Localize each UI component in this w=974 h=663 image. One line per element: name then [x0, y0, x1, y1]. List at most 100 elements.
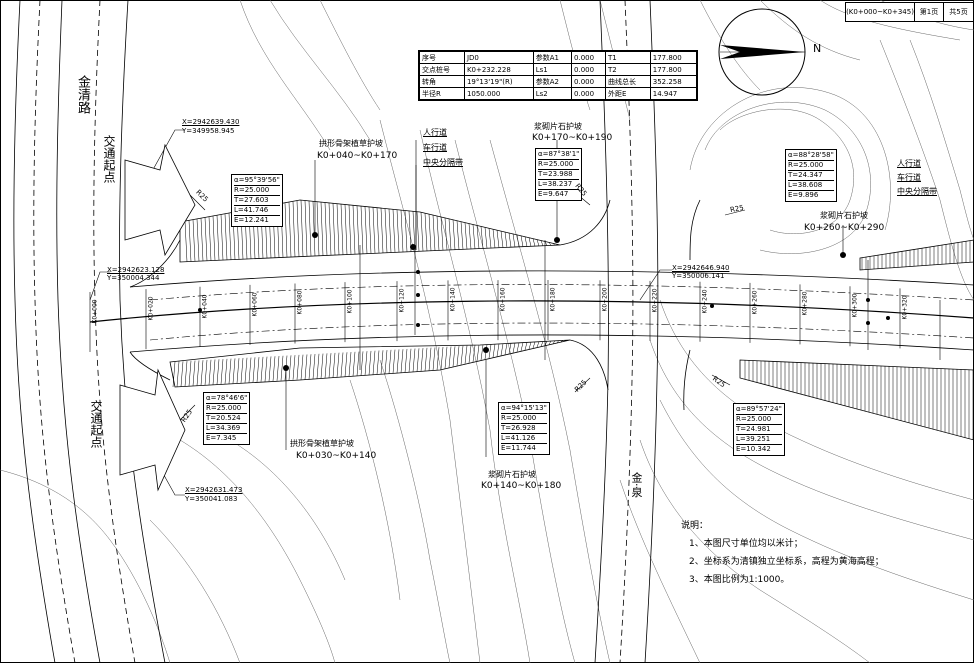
coord-4-y: Y=350006.141	[672, 272, 725, 280]
station-label: K0+180	[549, 287, 557, 312]
curve-table-cell: 0.000	[571, 50, 606, 64]
curve-table-cell: 半径R	[418, 87, 465, 101]
slope-3-range: K0+260~K0+290	[804, 223, 885, 233]
notes-title: 说明：	[681, 521, 709, 531]
curve-table-cell: Ls2	[532, 87, 573, 101]
station-label: K0+120	[398, 288, 406, 313]
hatch-lines	[172, 200, 974, 440]
station-label: K0+300	[851, 293, 859, 318]
road-node-bottom: 交通起点	[89, 400, 103, 448]
station-label: K0+280	[801, 291, 809, 317]
slope-4-range: K0+030~K0+140	[296, 451, 377, 461]
road-name-jinqing: 金清路	[75, 75, 90, 114]
curve-table-cell: 序号	[418, 50, 465, 64]
curve-table-cell: 转角	[418, 75, 465, 88]
curve-table-cell: 177.800	[649, 50, 698, 64]
station-label: K0+100	[346, 289, 354, 314]
sheet-total: 共5页	[949, 8, 968, 16]
drawing-notes: 说明： 1、本图尺寸单位均以米计； 2、坐标系为清镇独立坐标系，高程为黄海高程；…	[681, 517, 884, 589]
station-label: K0+200	[601, 287, 609, 312]
vertex-dots	[198, 232, 890, 371]
coord-1-x: X=2942639.430	[182, 118, 240, 126]
station-label: K0+260	[751, 290, 759, 315]
curve-table-cell: 352.258	[649, 75, 698, 88]
slope-2-range: K0+170~K0+190	[532, 133, 613, 143]
curve-table-cell: 1050.000	[463, 87, 534, 101]
station-label: K0+000	[91, 299, 99, 324]
curve-table-cell: 参数A2	[532, 75, 573, 88]
note-2: 2、坐标系为清镇独立坐标系，高程为黄海高程；	[689, 557, 884, 567]
label-carriageway-right: 车行道	[897, 173, 921, 182]
curve-table-cell: 交点桩号	[418, 63, 465, 76]
coord-3-y: Y=350041.083	[185, 495, 238, 503]
curve-table-cell: 外距E	[604, 87, 651, 101]
label-median-right: 中央分隔带	[897, 187, 937, 196]
sheet-info: (K0+000~K0+345) 第1页 共5页	[845, 2, 974, 22]
coord-3-x: X=2942631.473	[185, 486, 243, 494]
station-label: K0+320	[901, 295, 909, 320]
label-carriageway: 车行道	[423, 143, 447, 152]
road-node-top: 交通起点	[102, 135, 116, 183]
curve-table-cell: 0.000	[571, 75, 606, 88]
new-road-alignment	[89, 199, 974, 411]
station-label: K0+220	[651, 288, 659, 313]
compass-north-label: N	[813, 42, 822, 55]
slope-2-name: 浆砌片石护坡	[534, 122, 582, 131]
slope-5-range: K0+140~K0+180	[481, 481, 562, 491]
north-compass	[718, 8, 806, 96]
slope-4-name: 拱形骨架植草护坡	[290, 439, 354, 448]
curve-table-cell: K0+232.228	[463, 63, 534, 76]
middle-road	[594, 0, 659, 663]
coord-1-y: Y=349958.945	[182, 127, 235, 135]
slope-3-name: 浆砌片石护坡	[820, 211, 868, 220]
curve-table-cell: Ls1	[532, 63, 573, 76]
curve-table-cell: 14.947	[649, 87, 698, 101]
label-sidewalk-right: 人行道	[897, 159, 921, 168]
station-label: K0+060	[251, 292, 259, 317]
road-name-yard: 金·泉	[630, 472, 643, 498]
slope-1-range: K0+040~K0+170	[317, 151, 398, 161]
curve-table-cell: 参数A1	[532, 50, 573, 64]
slope-5-name: 浆砌片石护坡	[488, 470, 536, 479]
slope-hatching	[169, 199, 974, 441]
station-label: K0+160	[499, 287, 507, 312]
station-label: K0+080	[296, 290, 304, 316]
note-1: 1、本图尺寸单位均以米计；	[689, 539, 803, 549]
station-label: K0+040	[201, 294, 209, 319]
curve-table-cell: JD0	[463, 50, 534, 64]
radius-marks	[179, 189, 746, 421]
coord-4-x: X=2942646.940	[672, 264, 730, 272]
curve-table-cell: 177.800	[649, 63, 698, 76]
station-label: K0+240	[701, 289, 709, 314]
curve-table-cell: 19°13'19"(R)	[463, 75, 534, 88]
sheet-range: (K0+000~K0+345)	[846, 3, 915, 21]
curve-table-cell: 0.000	[571, 63, 606, 76]
coord-2-y: Y=350004.344	[107, 274, 160, 282]
label-sidewalk: 人行道	[423, 128, 447, 137]
station-ticks	[89, 280, 901, 352]
coord-2-x: X=2942623.128	[107, 266, 165, 274]
curve-table-cell: T1	[604, 50, 651, 64]
label-median: 中央分隔带	[423, 158, 463, 167]
curve-table-cell: T2	[604, 63, 651, 76]
curve-table-cell: 曲线总长	[604, 75, 651, 88]
curve-table-cell: 0.000	[571, 87, 606, 101]
station-label: K0+020	[147, 296, 155, 321]
dimension-lines	[359, 240, 941, 370]
sheet-page: 第1页	[915, 3, 944, 21]
station-label: K0+140	[449, 287, 457, 313]
jinqing-road	[13, 0, 166, 663]
slope-1-name: 拱形骨架植草护坡	[319, 139, 383, 148]
